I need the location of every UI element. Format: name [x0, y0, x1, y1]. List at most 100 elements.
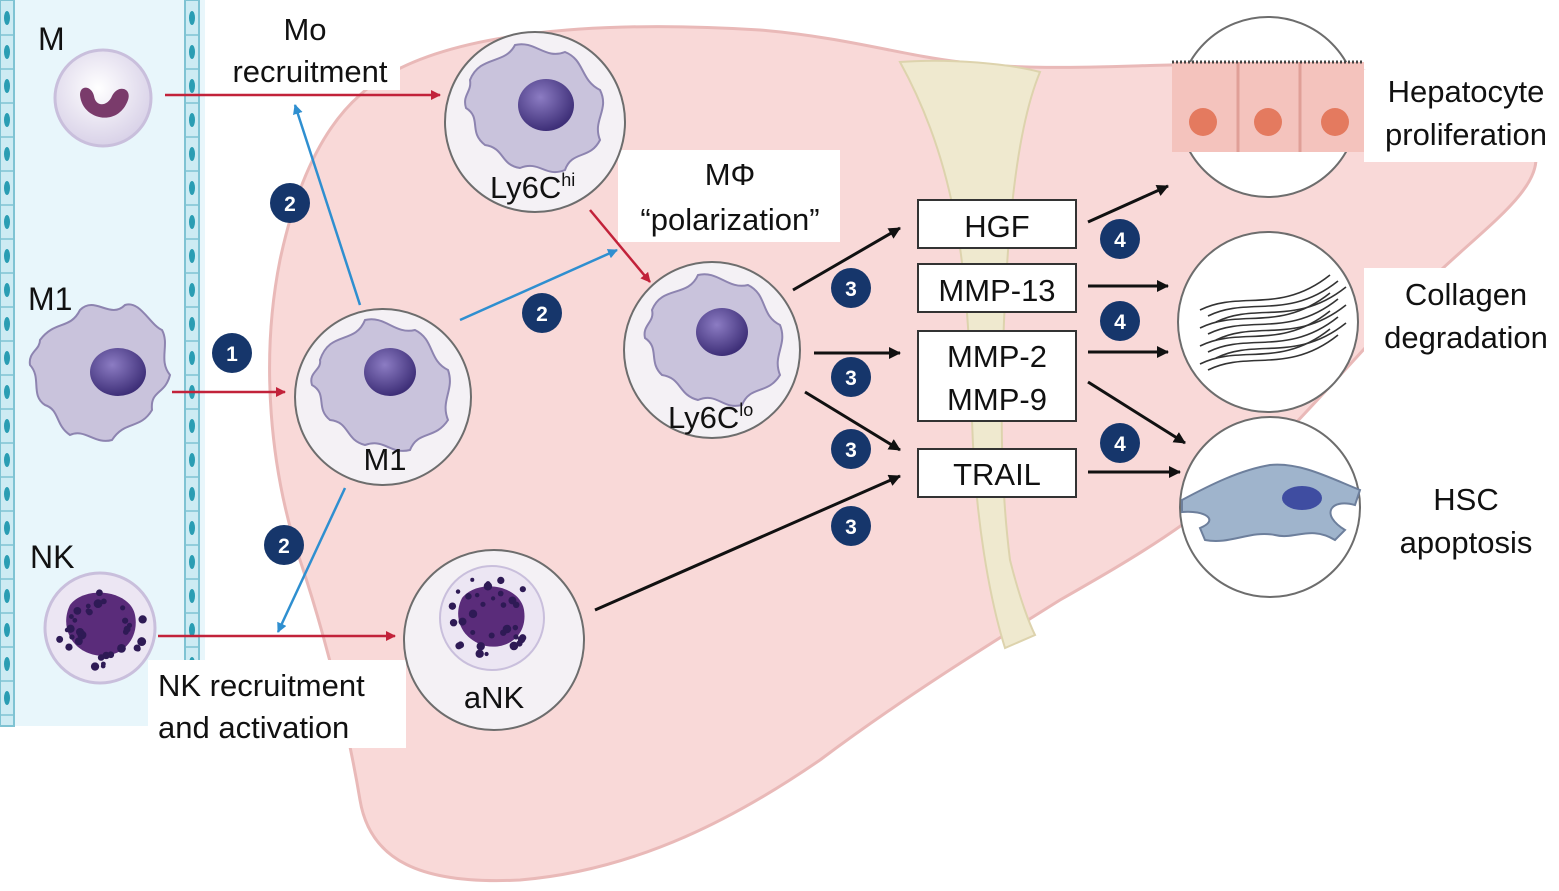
granule	[512, 601, 520, 609]
badge-3b-text: 3	[845, 367, 857, 390]
granule	[449, 618, 458, 627]
badge-4b-text: 4	[1114, 311, 1126, 334]
collagen-fiber	[1207, 298, 1339, 335]
step-badges: 1 2 2 2 3 3 3 3 4 4 4	[212, 183, 1140, 565]
badge-4a-text: 4	[1114, 229, 1126, 252]
granule	[85, 603, 91, 609]
vessel-wall-cell	[189, 215, 195, 229]
hsc-label-2: apoptosis	[1400, 525, 1533, 560]
hep-label-2: proliferation	[1385, 117, 1547, 152]
ly6c-lo-sup: lo	[739, 400, 753, 420]
granule	[458, 617, 467, 626]
vessel-wall-cell	[189, 419, 195, 433]
badge-1: 1	[212, 333, 252, 373]
vessel-wall-cell	[189, 45, 195, 59]
collagen-fiber	[1207, 316, 1339, 353]
vessel-wall-cell	[4, 555, 10, 569]
ly6c-to-hgf-arrow	[792, 226, 901, 292]
granule	[500, 602, 507, 608]
vessel-wall-cell	[189, 623, 195, 637]
collagen-fiber	[1215, 286, 1347, 323]
vessel-wall-cell	[4, 181, 10, 195]
mo-recruitment-label-2: recruitment	[232, 54, 387, 89]
granule	[66, 624, 75, 633]
ank-to-trail-arrow	[594, 474, 901, 612]
liver-m1-label: M1	[363, 442, 406, 477]
ly6c-to-trail-arrow	[804, 390, 901, 452]
granule	[468, 609, 478, 619]
nk-recruitment-label-1: NK recruitment	[158, 668, 365, 703]
nk-recruitment-label-2: and activation	[158, 710, 349, 745]
ly6c-lo-base: Ly6C	[668, 400, 739, 435]
vessel-wall-cell	[4, 419, 10, 433]
granule	[137, 637, 147, 646]
mo-recruitment-label-1: Mo	[283, 12, 326, 47]
polarization-arrow	[589, 209, 651, 283]
ly6c-lo-label: Ly6Clo	[668, 400, 753, 435]
black-arrows	[594, 184, 1186, 612]
blue-arrows	[276, 104, 618, 633]
vessel-wall-cell	[189, 453, 195, 467]
hsc-label-1: HSC	[1433, 482, 1498, 517]
m1-blood-label: M1	[28, 281, 72, 317]
col-label-bg	[1364, 268, 1559, 360]
hep-label-1: Hepatocyte	[1388, 74, 1545, 109]
nk-blood-label: NK	[30, 539, 74, 575]
badge-4c-text: 4	[1114, 433, 1126, 456]
mphi-bg	[618, 150, 840, 242]
vessel-wall-cell	[4, 691, 10, 705]
vessel-wall-cell	[4, 79, 10, 93]
granule	[100, 663, 106, 669]
granule	[519, 634, 527, 642]
collagen-fiber	[1199, 310, 1331, 347]
m1-liver-macrophage	[294, 308, 472, 486]
vessel-wall-cell	[4, 113, 10, 127]
vessel-wall-cell	[189, 487, 195, 501]
granule	[484, 651, 489, 657]
granule	[102, 651, 110, 660]
badge-3d-text: 3	[845, 516, 857, 539]
vessel-wall-cell	[189, 113, 195, 127]
mmp2-9-box	[917, 330, 1077, 422]
granule	[513, 634, 519, 640]
granule	[519, 586, 526, 593]
granule	[470, 577, 475, 582]
vessel-wall-cell	[189, 11, 195, 25]
vessel-wall-cell	[189, 589, 195, 603]
badge-4b: 4	[1100, 301, 1140, 341]
badge-4c: 4	[1100, 423, 1140, 463]
granule	[65, 643, 73, 651]
collagen-fiber	[1199, 328, 1331, 365]
granule	[455, 589, 461, 594]
vessel-wall-cell	[189, 249, 195, 263]
mmp9-label: MMP-9	[947, 382, 1047, 417]
vessel-wall-cell	[4, 45, 10, 59]
m1-blood-cell	[28, 303, 172, 442]
granule	[470, 629, 476, 636]
granule	[138, 615, 147, 624]
mphi-label-1: MΦ	[705, 157, 756, 192]
vessel-wall-cell	[4, 11, 10, 25]
granule	[90, 662, 100, 671]
badge-3c-text: 3	[845, 439, 857, 462]
badge-2b: 2	[522, 293, 562, 333]
collagen-fiber	[1215, 322, 1347, 359]
monocyte-cell	[53, 48, 153, 148]
ly6c-hi-base: Ly6C	[490, 170, 561, 205]
vessel-wall-cell	[4, 351, 10, 365]
vessel-wall-cell	[189, 555, 195, 569]
granule	[135, 646, 141, 652]
vessel-wall-cell	[189, 351, 195, 365]
granule	[497, 590, 504, 597]
granule	[475, 649, 484, 658]
granule	[497, 576, 505, 585]
vessel-wall-cell	[4, 589, 10, 603]
col-label-2: degradation	[1384, 320, 1548, 355]
granule	[96, 589, 103, 597]
ly6c-hi-label: Ly6Chi	[490, 170, 575, 205]
ly6c-lo-macrophage	[623, 261, 801, 439]
collagen-fiber	[1207, 280, 1339, 317]
granule	[75, 627, 84, 636]
granule	[69, 634, 75, 640]
